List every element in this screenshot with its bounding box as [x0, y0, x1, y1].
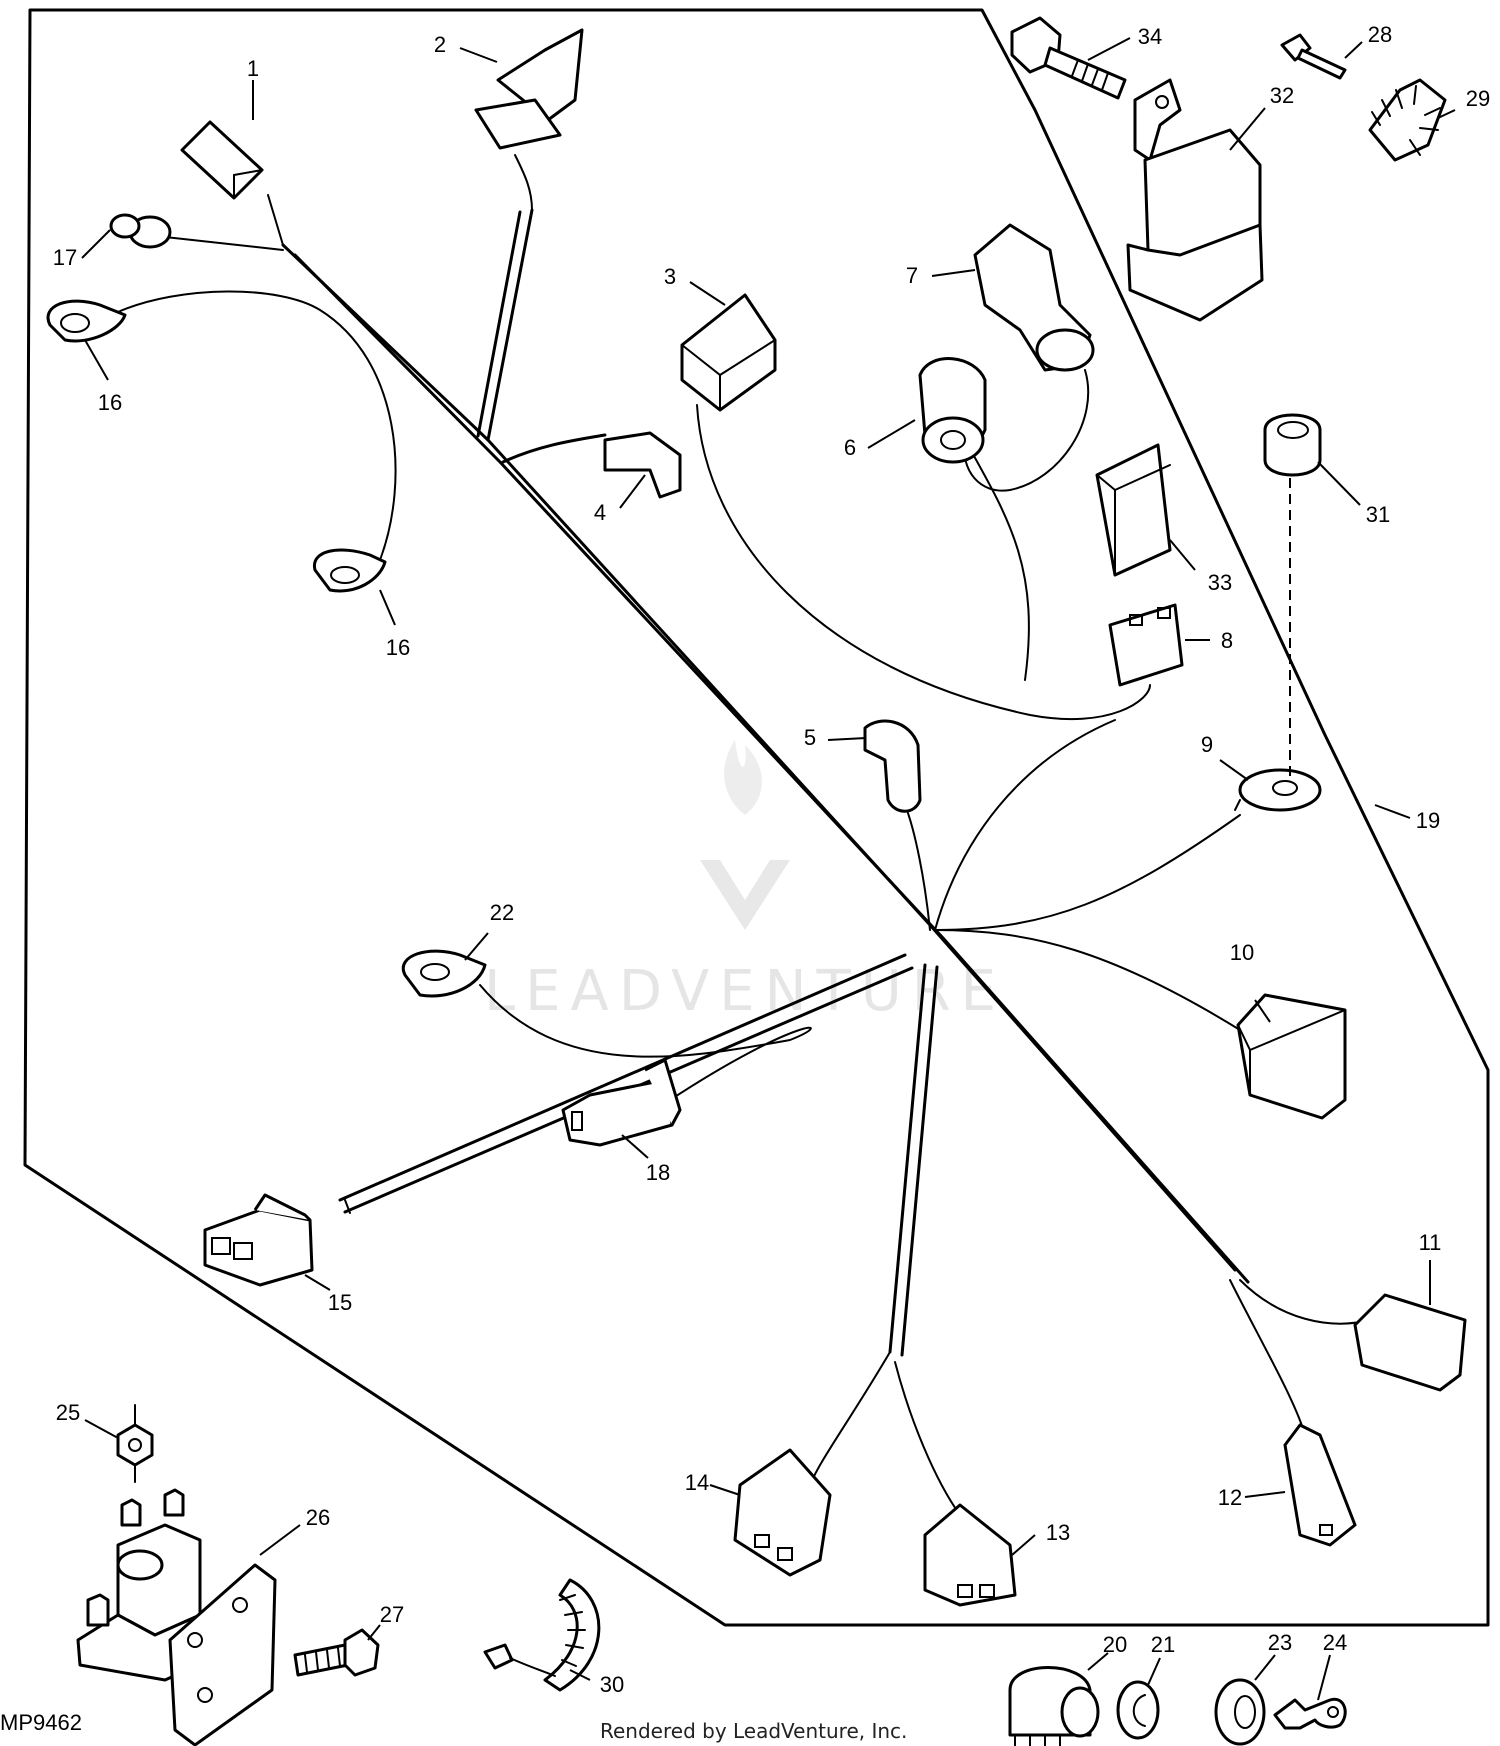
callout-27: 27: [380, 1602, 404, 1627]
callout-9: 9: [1201, 732, 1213, 757]
harness-clip-30: [483, 1578, 601, 1692]
ring-terminal-9: [1234, 768, 1322, 812]
starter-solenoid-26: [76, 1488, 277, 1746]
callout-3: 3: [664, 264, 676, 289]
ring-terminal-16-lower: [313, 548, 387, 593]
callout-labels: 1 2 3 4 5 6 7 8 9 10 11 12 13 14 15 16 1…: [53, 22, 1490, 1697]
leader-lines: [81, 37, 1456, 1701]
connector-11: [1353, 1293, 1467, 1392]
bulb-17: [109, 213, 172, 249]
connector-15: [203, 1208, 314, 1287]
callout-7: 7: [906, 263, 918, 288]
branch-wires: [117, 154, 1371, 1516]
callout-24: 24: [1323, 1630, 1347, 1655]
callout-16-lower: 16: [386, 635, 410, 660]
nut-23: [1214, 1678, 1266, 1746]
screw-28: [1280, 33, 1347, 80]
callout-17: 17: [53, 245, 77, 270]
callout-29: 29: [1466, 86, 1490, 111]
connector-5: [863, 719, 922, 813]
connector-10: [1236, 993, 1347, 1120]
callout-8: 8: [1221, 628, 1233, 653]
connector-12: [1283, 1423, 1357, 1547]
callout-12: 12: [1218, 1485, 1242, 1510]
callout-32: 32: [1270, 83, 1294, 108]
callout-23: 23: [1268, 1630, 1292, 1655]
callout-30: 30: [600, 1672, 624, 1697]
switch-20: [1008, 1666, 1100, 1746]
callout-11: 11: [1419, 1230, 1442, 1255]
callout-16-upper: 16: [98, 390, 122, 415]
callout-2: 2: [434, 32, 446, 57]
callout-34: 34: [1138, 24, 1162, 49]
callout-20: 20: [1103, 1632, 1127, 1657]
connector-3: [680, 293, 777, 412]
connector-1: [180, 120, 264, 200]
callout-22: 22: [490, 900, 514, 925]
watermark: LEADVENTURE: [484, 740, 1006, 1024]
harness-boundary-outline: [23, 8, 1490, 1627]
figure-code: MP9462: [0, 1710, 82, 1735]
connector-4: [603, 431, 682, 499]
callout-1: 1: [247, 56, 259, 81]
main-harness-trunk: [281, 208, 1250, 1357]
key-24: [1273, 1697, 1347, 1730]
callout-26: 26: [306, 1505, 330, 1530]
ring-terminal-22: [401, 949, 487, 998]
callout-6: 6: [844, 435, 856, 460]
callout-13: 13: [1046, 1520, 1070, 1545]
fuse-holder-8: [1108, 603, 1184, 687]
nut-25: [116, 1404, 154, 1483]
callout-28: 28: [1368, 22, 1392, 47]
callout-31: 31: [1366, 502, 1390, 527]
callout-5: 5: [804, 725, 816, 750]
watermark-text: LEADVENTURE: [484, 959, 1006, 1024]
nut-21: [1116, 1680, 1160, 1740]
loose-hardware: [76, 16, 1447, 1746]
harness-connectors: [46, 28, 1467, 1607]
callout-19: 19: [1416, 808, 1440, 833]
ring-terminal-16-upper: [46, 299, 127, 343]
callout-15: 15: [328, 1290, 352, 1315]
relay-32: [1126, 78, 1264, 322]
callout-25: 25: [56, 1400, 80, 1425]
nut-31: [1263, 413, 1322, 477]
render-credit: Rendered by LeadVenture, Inc.: [600, 1719, 907, 1743]
callout-33: 33: [1208, 570, 1232, 595]
bolt-27: [293, 1628, 380, 1677]
fuse-33: [1095, 443, 1172, 577]
callout-21: 21: [1151, 1632, 1175, 1657]
connector-13: [923, 1503, 1017, 1607]
callout-4: 4: [594, 500, 606, 525]
connector-14: [733, 1448, 832, 1577]
callout-10: 10: [1230, 940, 1254, 965]
callout-18: 18: [646, 1160, 670, 1185]
callout-14: 14: [685, 1470, 709, 1495]
bolt-34: [1010, 16, 1127, 100]
clip-29: [1368, 78, 1447, 162]
